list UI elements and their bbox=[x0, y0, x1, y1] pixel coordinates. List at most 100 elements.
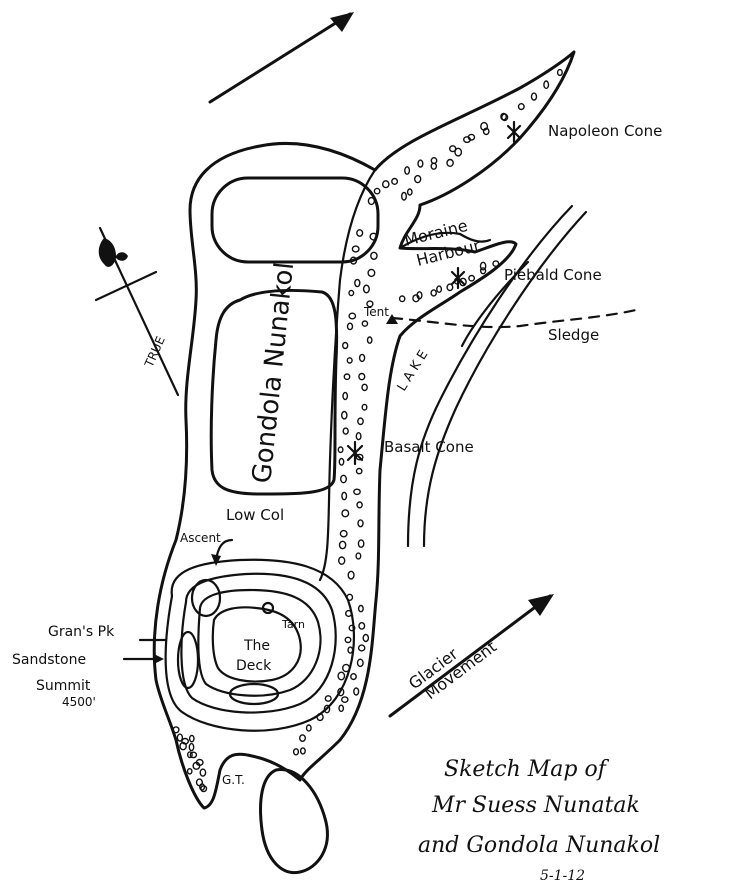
pebble bbox=[323, 704, 331, 714]
pebble bbox=[188, 734, 195, 743]
pebble bbox=[357, 417, 364, 426]
pebble bbox=[176, 733, 184, 742]
pebble bbox=[459, 277, 467, 287]
label-summit: Summit bbox=[36, 678, 91, 694]
pebble bbox=[401, 191, 408, 201]
pebble bbox=[192, 761, 201, 770]
pebble bbox=[345, 609, 353, 618]
pebble bbox=[479, 267, 487, 275]
tent-icon bbox=[386, 314, 398, 324]
gt-island bbox=[259, 768, 329, 875]
pebble bbox=[357, 604, 364, 613]
label-napoleon-cone: Napoleon Cone bbox=[548, 122, 662, 140]
pebble bbox=[356, 658, 364, 668]
label-deck: Deck bbox=[236, 658, 272, 674]
label-gt: G.T. bbox=[222, 773, 245, 787]
pebble bbox=[436, 285, 443, 294]
pebble bbox=[467, 133, 476, 141]
pebble bbox=[468, 274, 475, 282]
pebble bbox=[348, 289, 355, 297]
pebble bbox=[367, 196, 376, 206]
basalt-cone-icon bbox=[346, 440, 364, 466]
pebble bbox=[186, 751, 193, 759]
pebble bbox=[337, 687, 345, 697]
label-low-col: Low Col bbox=[226, 506, 284, 524]
pebble bbox=[342, 427, 349, 435]
pebble bbox=[342, 391, 349, 401]
pebble bbox=[351, 245, 360, 253]
pebble bbox=[355, 432, 362, 441]
lake-edge-2 bbox=[422, 210, 588, 548]
pebble bbox=[453, 277, 460, 285]
title-line-1: Sketch Map of bbox=[444, 757, 610, 782]
pebble bbox=[416, 291, 423, 300]
true-north-icon bbox=[94, 226, 180, 397]
pebble bbox=[189, 751, 198, 759]
pebble bbox=[353, 488, 361, 496]
pebble bbox=[348, 312, 357, 320]
label-sandstone: Sandstone bbox=[12, 652, 86, 668]
pebble bbox=[340, 696, 349, 703]
pebble bbox=[367, 268, 376, 278]
pebble bbox=[370, 251, 378, 261]
label-elevation: 4500' bbox=[62, 695, 96, 709]
pebble bbox=[381, 180, 390, 189]
pebble bbox=[299, 734, 307, 742]
pebble bbox=[346, 322, 354, 331]
pebble bbox=[355, 453, 364, 461]
pebble bbox=[347, 646, 354, 654]
pebble bbox=[292, 748, 300, 756]
pebble bbox=[482, 127, 490, 136]
moraine-pebbles bbox=[172, 68, 563, 793]
pebble bbox=[391, 177, 399, 186]
pebble bbox=[355, 467, 363, 475]
title-line-2: Mr Suess Nunatak bbox=[431, 793, 640, 818]
label-basalt-cone: Basalt Cone bbox=[384, 438, 474, 456]
pebble bbox=[355, 552, 362, 560]
label-tent: Tent bbox=[363, 305, 389, 319]
pebble bbox=[446, 283, 454, 292]
pebble bbox=[366, 300, 374, 308]
label-piebald-cone: Piebald Cone bbox=[504, 266, 602, 284]
pebble bbox=[454, 147, 463, 157]
the-deck-contours bbox=[164, 558, 355, 732]
pebble bbox=[543, 80, 550, 90]
pebble bbox=[339, 529, 348, 538]
pebble bbox=[340, 474, 348, 484]
pebble bbox=[398, 295, 406, 303]
pebble bbox=[430, 162, 438, 170]
pebble bbox=[404, 166, 411, 175]
pebble bbox=[362, 633, 370, 643]
pebble bbox=[324, 695, 332, 702]
pebble bbox=[350, 672, 357, 681]
pebble bbox=[349, 256, 358, 265]
pebble bbox=[530, 92, 538, 101]
pebble bbox=[556, 68, 563, 77]
pebble bbox=[358, 372, 366, 381]
island-outline bbox=[152, 50, 576, 810]
pebble bbox=[342, 663, 351, 673]
pebble bbox=[347, 570, 355, 580]
pebble bbox=[346, 593, 354, 601]
pebble bbox=[342, 341, 349, 350]
pebble bbox=[348, 624, 356, 632]
pebble bbox=[357, 539, 365, 548]
napoleon-cone-icon bbox=[506, 120, 522, 144]
pebble bbox=[186, 768, 193, 775]
pebble bbox=[492, 260, 500, 267]
pebble bbox=[356, 501, 363, 509]
pebble bbox=[199, 783, 206, 791]
pebble bbox=[338, 556, 346, 565]
label-ascent: Ascent bbox=[180, 531, 221, 545]
pebble bbox=[500, 112, 507, 121]
moraine-harbour bbox=[398, 231, 492, 250]
label-the: The bbox=[243, 638, 270, 654]
pebble bbox=[417, 159, 424, 168]
pebble bbox=[341, 491, 348, 501]
pebble bbox=[353, 687, 360, 696]
pebble bbox=[358, 353, 366, 363]
pebble bbox=[346, 357, 353, 364]
pebble bbox=[362, 284, 370, 294]
pebble bbox=[357, 519, 364, 528]
